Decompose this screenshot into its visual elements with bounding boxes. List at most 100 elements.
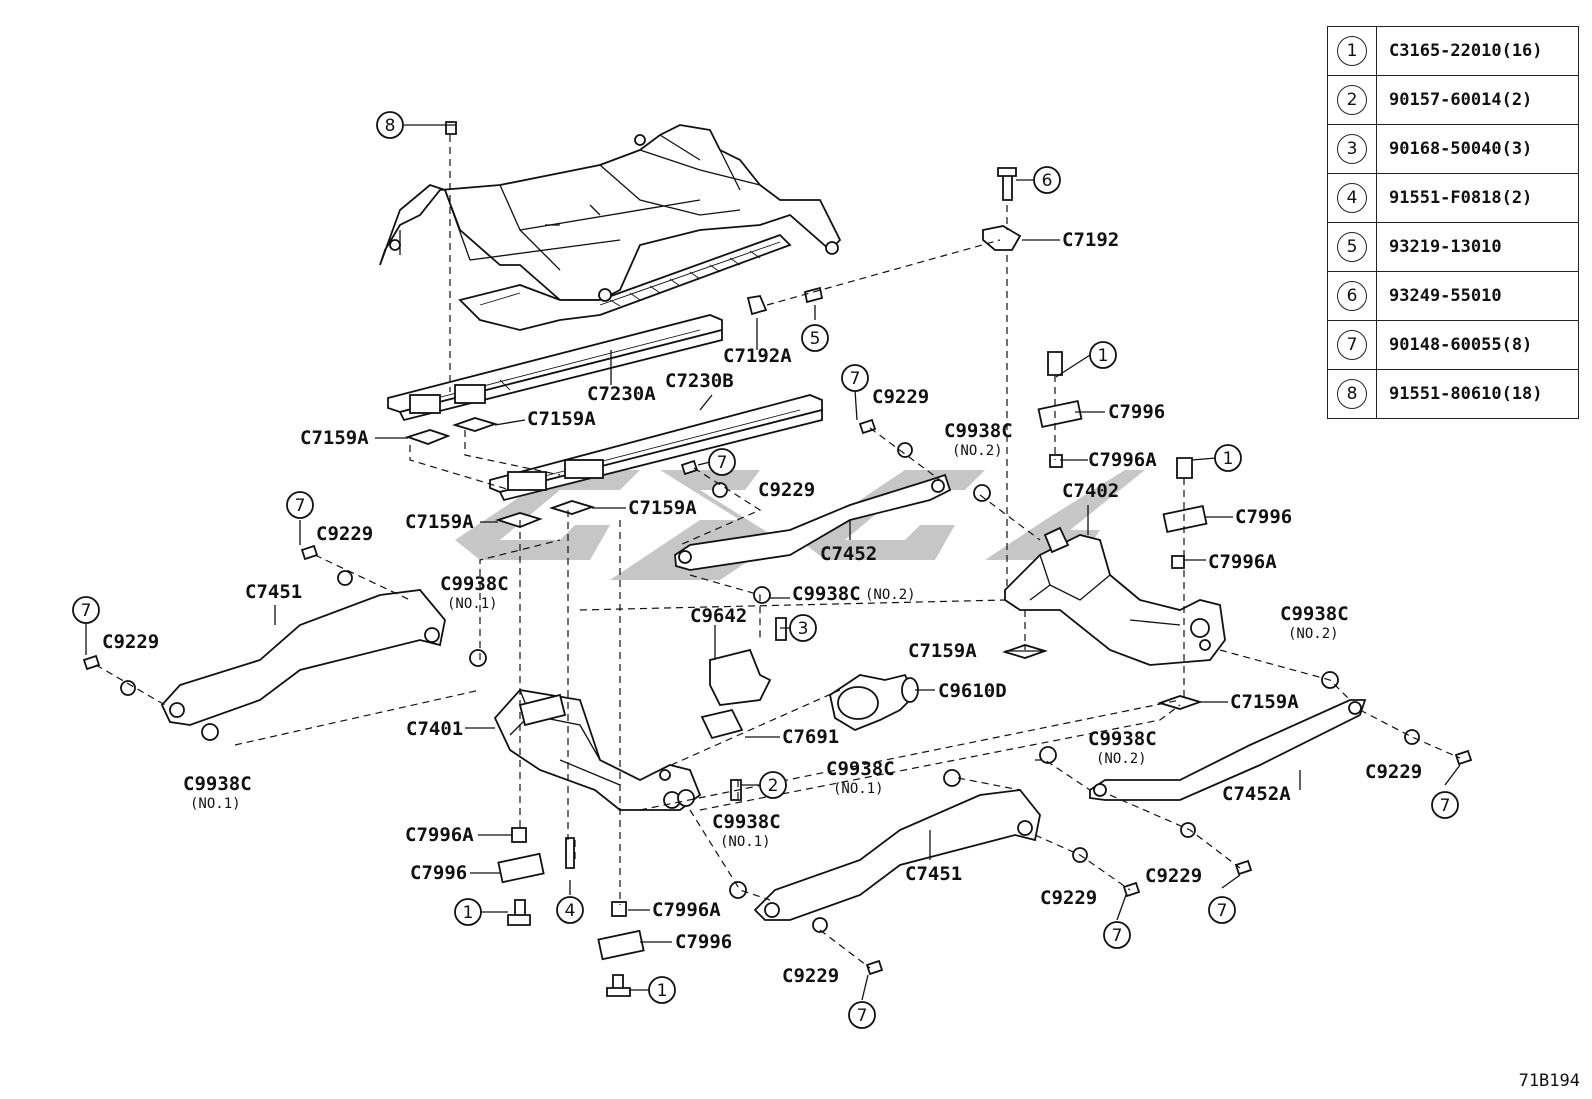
svg-text:3: 3 bbox=[798, 619, 809, 639]
legend-part-number: 91551-F0818(2) bbox=[1376, 173, 1579, 223]
label-c7452a: C7452A bbox=[1222, 783, 1291, 805]
label-c9229-7: C9229 bbox=[1040, 887, 1097, 909]
legend-key-cell: 5 bbox=[1327, 222, 1377, 272]
bracket-c7402 bbox=[1004, 351, 1226, 666]
legend-key-cell: 4 bbox=[1327, 173, 1377, 223]
svg-text:7: 7 bbox=[1112, 926, 1123, 946]
svg-text:8: 8 bbox=[385, 116, 396, 136]
legend-key-cell: 6 bbox=[1327, 271, 1377, 321]
svg-text:7: 7 bbox=[717, 453, 728, 473]
number-callouts: 8 6 5 1 7 1 7 7 7 3 2 7 4 1 7 7 1 7 bbox=[72, 111, 1459, 1029]
label-c7996a-4: C7996A bbox=[652, 899, 721, 921]
legend-key-number: 7 bbox=[1337, 330, 1367, 360]
label-c9938c-1: C9938C bbox=[944, 420, 1013, 442]
svg-text:7: 7 bbox=[295, 496, 306, 516]
label-c7451-2: C7451 bbox=[905, 863, 962, 885]
label-c7159a-6: C7159A bbox=[1230, 691, 1299, 713]
label-c7451-1: C7451 bbox=[245, 581, 302, 603]
legend-key-number: 6 bbox=[1337, 281, 1367, 311]
svg-text:1: 1 bbox=[1098, 346, 1109, 366]
legend-key-cell: 8 bbox=[1327, 369, 1377, 419]
diagram-code: 71B194 bbox=[1518, 1071, 1580, 1091]
label-no1-3: (NO.1) bbox=[190, 796, 241, 812]
svg-text:7: 7 bbox=[81, 601, 92, 621]
callout-3: 3 bbox=[789, 614, 817, 642]
label-c9938c-2: C9938C bbox=[440, 573, 509, 595]
callout-7-f: 7 bbox=[1208, 896, 1236, 924]
label-c9229-6: C9229 bbox=[1145, 865, 1202, 887]
svg-text:1: 1 bbox=[1223, 449, 1234, 469]
label-c7402: C7402 bbox=[1062, 480, 1119, 502]
svg-text:7: 7 bbox=[850, 369, 861, 389]
label-no1-1: (NO.1) bbox=[447, 596, 498, 612]
arm-c7451-left bbox=[160, 589, 446, 726]
label-no1-4: (NO.1) bbox=[720, 834, 771, 850]
bracket-c7192 bbox=[982, 167, 1022, 251]
label-c7996-2: C7996 bbox=[1235, 506, 1292, 528]
motor-c9610d bbox=[828, 673, 919, 732]
legend-part-number: 90157-60014(2) bbox=[1376, 75, 1579, 125]
legend-key-cell: 7 bbox=[1327, 320, 1377, 370]
legend-part-number: 93249-55010 bbox=[1376, 271, 1579, 321]
legend-key-number: 8 bbox=[1337, 379, 1367, 409]
callout-5: 5 bbox=[801, 324, 829, 352]
legend-row: 6 93249-55010 bbox=[1327, 271, 1579, 321]
legend-part-number: 90168-50040(3) bbox=[1376, 124, 1579, 174]
callout-4: 4 bbox=[556, 896, 584, 924]
callout-1-c: 1 bbox=[454, 898, 482, 926]
label-c7192a: C7192A bbox=[723, 345, 792, 367]
legend-part-number: 90148-60055(8) bbox=[1376, 320, 1579, 370]
label-c7996-3: C7996 bbox=[410, 862, 467, 884]
callout-6-top: 6 bbox=[1033, 166, 1061, 194]
label-c7159a-2: C7159A bbox=[527, 408, 596, 430]
svg-text:4: 4 bbox=[565, 901, 576, 921]
legend-key-number: 2 bbox=[1337, 85, 1367, 115]
label-c9938c-8: C9938C bbox=[712, 811, 781, 833]
legend-part-number: C3165-22010(16) bbox=[1376, 26, 1579, 76]
callout-7-g: 7 bbox=[1103, 921, 1131, 949]
label-c7159a-3: C7159A bbox=[405, 511, 474, 533]
svg-text:6: 6 bbox=[1042, 171, 1053, 191]
label-c7996-1: C7996 bbox=[1108, 401, 1165, 423]
label-c7691: C7691 bbox=[782, 726, 839, 748]
legend-key-cell: 1 bbox=[1327, 26, 1377, 76]
svg-text:1: 1 bbox=[463, 903, 474, 923]
callout-7-e: 7 bbox=[1431, 791, 1459, 819]
legend-row: 4 91551-F0818(2) bbox=[1327, 173, 1579, 223]
label-no2-2: (NO.2) bbox=[865, 587, 916, 603]
legend-part-number: 93219-13010 bbox=[1376, 222, 1579, 272]
label-c9938c-7: C9938C bbox=[183, 773, 252, 795]
label-c9229-3: C9229 bbox=[316, 523, 373, 545]
label-c7159a-5: C7159A bbox=[908, 640, 977, 662]
callout-1-a: 1 bbox=[1089, 341, 1117, 369]
label-c9229-8: C9229 bbox=[782, 965, 839, 987]
label-c7996-4: C7996 bbox=[675, 931, 732, 953]
legend-key-cell: 3 bbox=[1327, 124, 1377, 174]
label-c9938c-3: C9938C bbox=[792, 583, 861, 605]
label-c7230b: C7230B bbox=[665, 370, 734, 392]
label-c7996a-1: C7996A bbox=[1088, 449, 1157, 471]
legend-row: 2 90157-60014(2) bbox=[1327, 75, 1579, 125]
callout-1-b: 1 bbox=[1214, 444, 1242, 472]
svg-text:2: 2 bbox=[768, 776, 779, 796]
callout-7-b: 7 bbox=[708, 448, 736, 476]
legend-key-number: 4 bbox=[1337, 183, 1367, 213]
legend-key-number: 3 bbox=[1337, 134, 1367, 164]
callout-2: 2 bbox=[759, 771, 787, 799]
legend-row: 3 90168-50040(3) bbox=[1327, 124, 1579, 174]
label-c7401: C7401 bbox=[406, 718, 463, 740]
label-c7159a-4: C7159A bbox=[628, 497, 697, 519]
legend-row: 7 90148-60055(8) bbox=[1327, 320, 1579, 370]
clip-c7192a bbox=[746, 286, 824, 316]
label-no2-4: (NO.2) bbox=[1096, 751, 1147, 767]
bracket-c7401 bbox=[493, 689, 702, 997]
svg-text:5: 5 bbox=[810, 329, 821, 349]
label-c9938c-6: C9938C bbox=[826, 758, 895, 780]
callout-7-d: 7 bbox=[72, 596, 100, 624]
label-c9938c-4: C9938C bbox=[1280, 603, 1349, 625]
